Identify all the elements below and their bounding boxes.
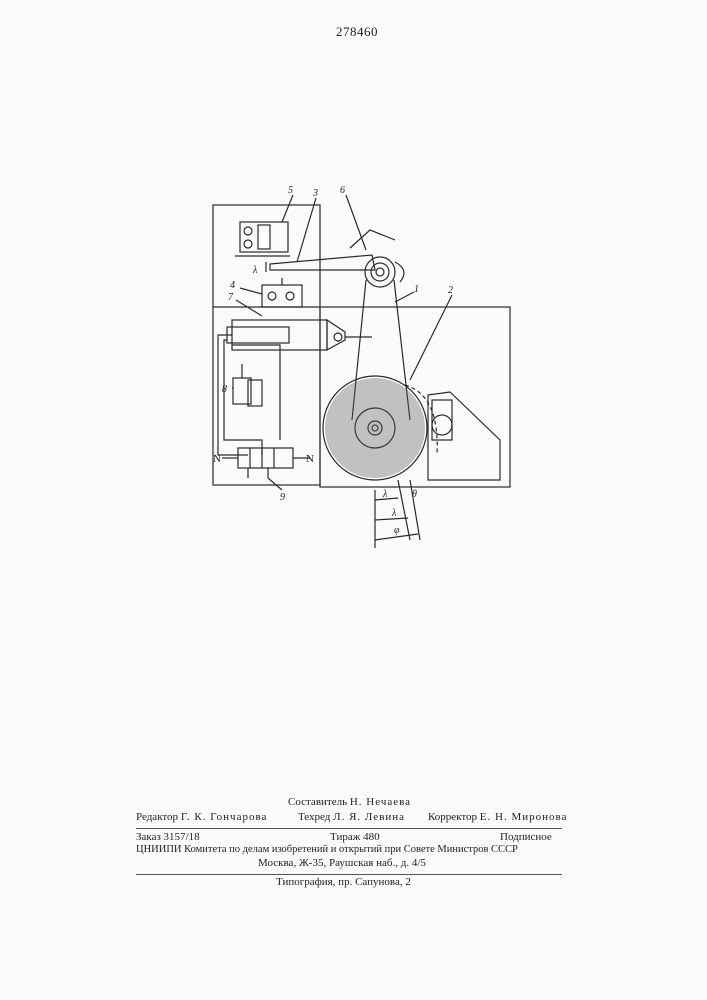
angle-label-lambda-2: λ bbox=[391, 508, 397, 519]
institution-line-2: Москва, Ж-35, Раушская наб., д. 4/5 bbox=[258, 857, 426, 869]
label-9: 9 bbox=[280, 492, 285, 503]
gap-label: λ bbox=[252, 265, 258, 276]
compiler-name: Н. Нечаева bbox=[350, 796, 411, 808]
label-8: 8 bbox=[222, 384, 227, 395]
label-7: 7 bbox=[228, 292, 234, 303]
angle-label-phi: φ bbox=[394, 525, 400, 536]
editor-name: Г. К. Гончарова bbox=[181, 811, 268, 823]
corrector-line: Корректор Е. Н. Миронова bbox=[428, 811, 567, 823]
institution-line-1: ЦНИИПИ Комитета по делам изобретений и о… bbox=[136, 844, 562, 855]
divider-top bbox=[136, 828, 562, 829]
label-5: 5 bbox=[288, 185, 293, 196]
techred-line: Техред Л. Я. Левина bbox=[298, 811, 405, 823]
label-1: 1 bbox=[414, 284, 419, 295]
editor-label: Редактор bbox=[136, 811, 178, 823]
magnet-label-left: N bbox=[213, 453, 221, 465]
angle-label-theta: θ bbox=[412, 489, 417, 500]
label-6: 6 bbox=[340, 185, 345, 196]
label-3: 3 bbox=[312, 188, 318, 199]
label-4: 4 bbox=[230, 280, 235, 291]
compiler-label: Составитель bbox=[288, 796, 347, 808]
subscription: Подписное bbox=[500, 831, 552, 843]
techred-name: Л. Я. Левина bbox=[333, 811, 405, 823]
lever-3 bbox=[270, 255, 375, 270]
magnet-block-9 bbox=[238, 448, 293, 468]
order-number: Заказ 3157/18 bbox=[136, 831, 200, 843]
corrector-label: Корректор bbox=[428, 811, 477, 823]
techred-label: Техред bbox=[298, 811, 330, 823]
pulley-6 bbox=[365, 257, 395, 287]
angle-label-lambda-1: λ bbox=[382, 489, 388, 500]
magnet-label-right: N bbox=[306, 453, 314, 465]
printer-line: Типография, пр. Сапунова, 2 bbox=[276, 876, 411, 888]
editor-line: Редактор Г. К. Гончарова bbox=[136, 811, 267, 823]
divider-bottom bbox=[136, 874, 562, 875]
circulation: Тираж 480 bbox=[330, 831, 380, 843]
corrector-name: Е. Н. Миронова bbox=[480, 811, 568, 823]
compiler-line: Составитель Н. Нечаева bbox=[288, 796, 411, 808]
label-2: 2 bbox=[448, 285, 453, 296]
